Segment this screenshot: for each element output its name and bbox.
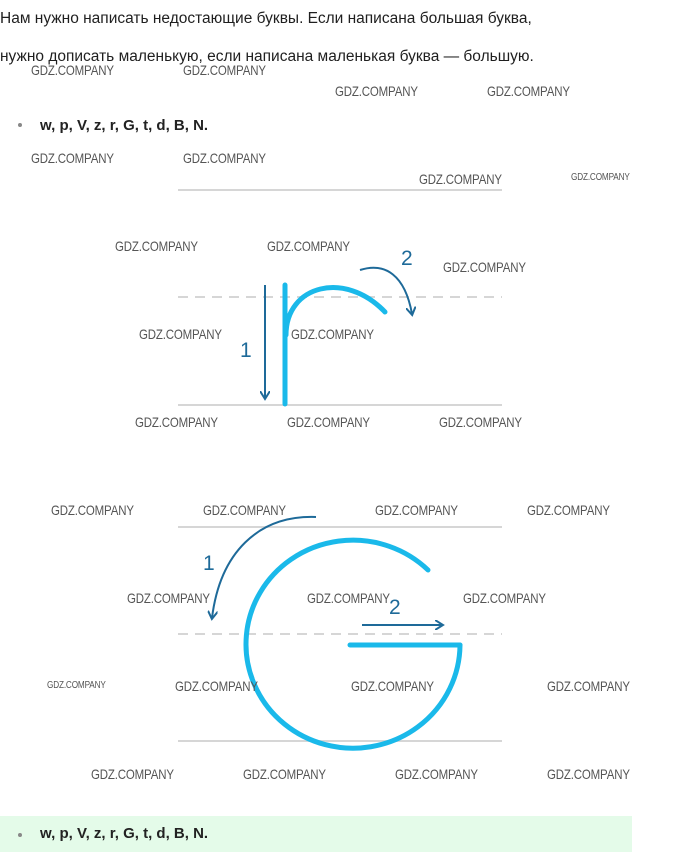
task-line-2: нужно дописать маленькую, если написана … (0, 48, 534, 65)
watermark-text: GDZ.COMPANY (395, 766, 478, 782)
step-2-label: 2 (389, 596, 401, 619)
watermark-text: GDZ.COMPANY (183, 62, 266, 78)
watermark-text: GDZ.COMPANY (291, 326, 374, 342)
watermark-text: GDZ.COMPANY (443, 259, 526, 275)
watermark-text: GDZ.COMPANY (419, 171, 502, 187)
answer-list-top: w, p, V, z, r, G, t, d, B, N. (0, 117, 680, 137)
watermark-text: GDZ.COMPANY (287, 414, 370, 430)
watermark-text: GDZ.COMPANY (547, 678, 630, 694)
watermark-text: GDZ.COMPANY (487, 83, 570, 99)
watermark-text: GDZ.COMPANY (115, 238, 198, 254)
watermark-text: GDZ.COMPANY (335, 83, 418, 99)
watermark-text: GDZ.COMPANY (51, 502, 134, 518)
answer-text: w, p, V, z, r, G, t, d, B, N. (40, 825, 209, 842)
watermark-text: GDZ.COMPANY (547, 766, 630, 782)
answer-text: w, p, V, z, r, G, t, d, B, N. (40, 117, 209, 134)
watermark-text: GDZ.COMPANY (31, 62, 114, 78)
letter-r-arc (283, 285, 388, 338)
watermark-text: GDZ.COMPANY (375, 502, 458, 518)
watermark-text: GDZ.COMPANY (351, 678, 434, 694)
watermark-text: GDZ.COMPANY (47, 680, 106, 691)
bullet-icon (18, 123, 22, 127)
arrow-2-arc (359, 266, 412, 314)
watermark-text: GDZ.COMPANY (31, 150, 114, 166)
watermark-text: GDZ.COMPANY (91, 766, 174, 782)
watermark-text: GDZ.COMPANY (463, 590, 546, 606)
step-1-label: 1 (203, 552, 215, 575)
step-1-label: 1 (240, 339, 252, 362)
watermark-text: GDZ.COMPANY (571, 172, 630, 183)
watermark-text: GDZ.COMPANY (527, 502, 610, 518)
arrow-1-arc (212, 515, 317, 618)
watermark-text: GDZ.COMPANY (267, 238, 350, 254)
letter-g-curve (243, 537, 463, 751)
bullet-icon (18, 833, 22, 837)
watermark-text: GDZ.COMPANY (439, 414, 522, 430)
watermark-text: GDZ.COMPANY (307, 590, 390, 606)
watermark-text: GDZ.COMPANY (127, 590, 210, 606)
step-2-label: 2 (401, 247, 413, 270)
watermark-text: GDZ.COMPANY (203, 502, 286, 518)
watermark-text: GDZ.COMPANY (243, 766, 326, 782)
watermark-text: GDZ.COMPANY (139, 326, 222, 342)
letter-g-figure: 1 2 (178, 515, 502, 751)
watermark-text: GDZ.COMPANY (183, 150, 266, 166)
watermark-text: GDZ.COMPANY (135, 414, 218, 430)
answer-list-bottom: w, p, V, z, r, G, t, d, B, N. (0, 816, 632, 852)
task-text: Нам нужно написать недостающие буквы. Ес… (0, 0, 660, 76)
watermark-text: GDZ.COMPANY (175, 678, 258, 694)
task-line-1: Нам нужно написать недостающие буквы. Ес… (0, 10, 532, 27)
letter-r-figure: 1 2 (178, 189, 502, 407)
